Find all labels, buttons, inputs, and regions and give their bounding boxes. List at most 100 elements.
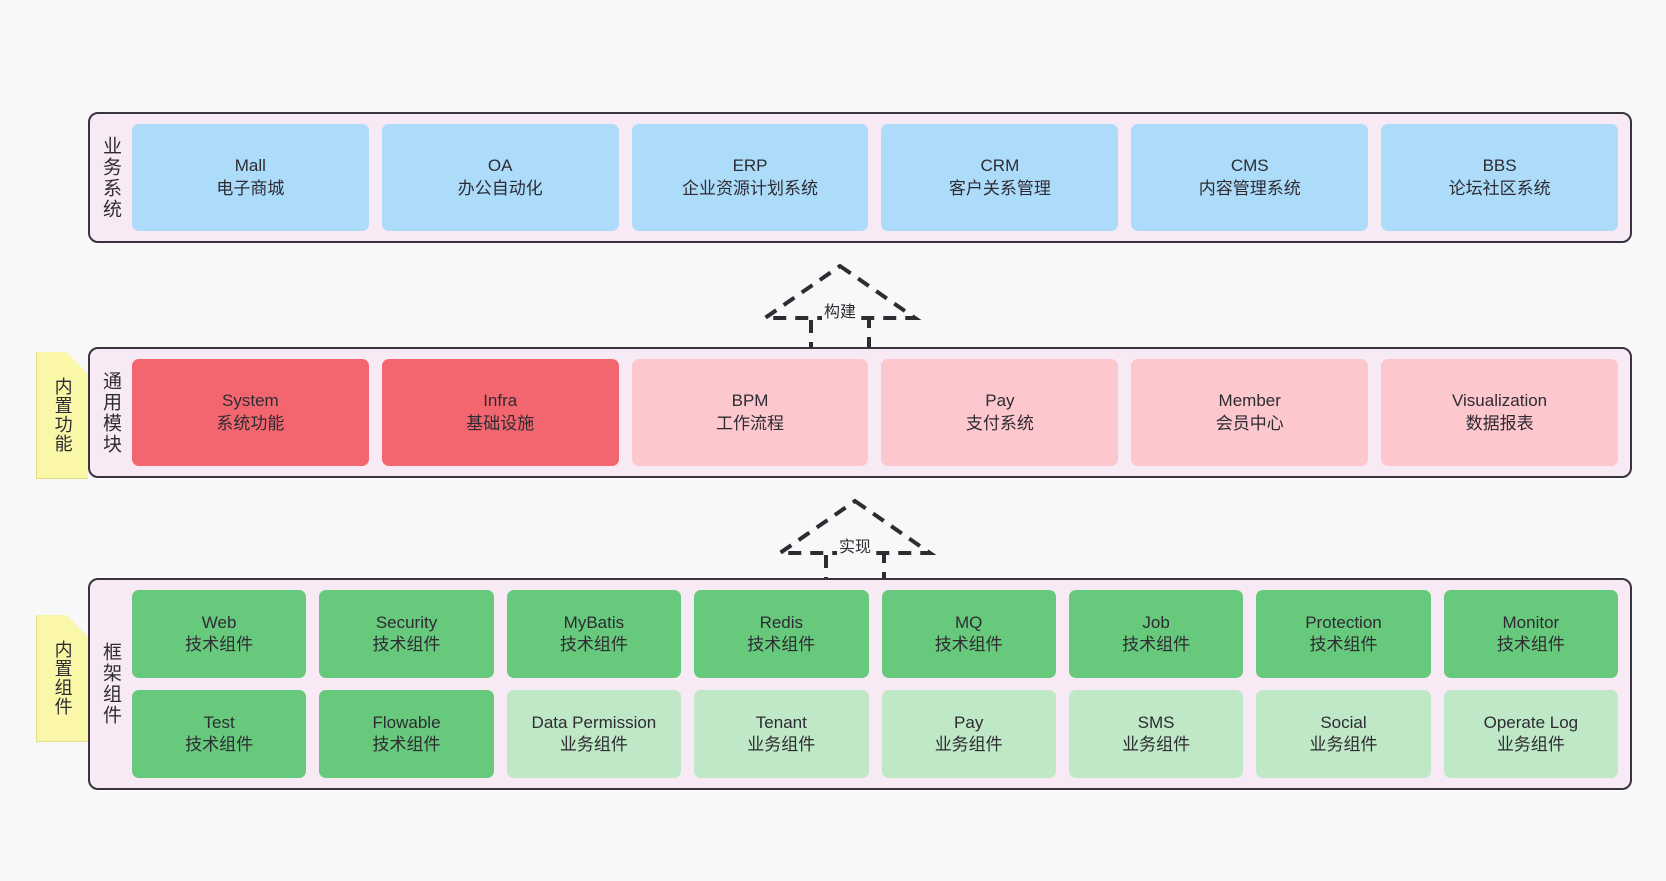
layer-label-business-systems: 业务系统: [99, 135, 121, 220]
node-title: ERP: [732, 156, 768, 176]
layer-body-common-modules: System 系统功能 Infra 基础设施 BPM 工作流程 Pay 支付系统…: [128, 349, 1630, 476]
layer-label-framework-components: 框架组件: [99, 642, 121, 726]
node-subtitle: 技术组件: [372, 635, 441, 654]
node-tenant[interactable]: Tenant 业务组件: [694, 690, 869, 778]
node-mybatis[interactable]: MyBatis 技术组件: [506, 590, 682, 678]
node-row: System 系统功能 Infra 基础设施 BPM 工作流程 Pay 支付系统…: [131, 359, 1618, 466]
node-subtitle: 论坛社区系统: [1448, 178, 1551, 198]
node-security[interactable]: Security 技术组件: [319, 590, 494, 678]
note-label: 内置功能: [52, 377, 73, 453]
node-infra[interactable]: Infra 基础设施: [381, 359, 619, 466]
connector-label: 构建: [821, 298, 859, 322]
layer-body-framework-components: Web 技术组件 Security 技术组件 MyBatis 技术组件 Redi…: [128, 580, 1630, 788]
node-subtitle: 业务组件: [747, 735, 816, 754]
node-system[interactable]: System 系统功能: [131, 359, 369, 466]
layer-body-business-systems: Mall 电子商城 OA 办公自动化 ERP 企业资源计划系统 CRM 客户关系…: [128, 114, 1630, 241]
node-title: Test: [203, 712, 235, 732]
node-title: Pay: [954, 712, 984, 732]
node-title: Social: [1320, 712, 1367, 732]
node-title: Redis: [759, 612, 804, 632]
note-builtin-features: 内置功能: [36, 352, 88, 479]
node-member[interactable]: Member 会员中心: [1131, 359, 1369, 466]
node-sms[interactable]: SMS 业务组件: [1068, 690, 1244, 778]
connector-build: 构建: [755, 262, 925, 354]
node-title: BPM: [731, 391, 769, 411]
node-cms[interactable]: CMS 内容管理系统: [1131, 124, 1369, 231]
node-erp[interactable]: ERP 企业资源计划系统: [631, 124, 869, 231]
node-title: SMS: [1137, 712, 1175, 732]
node-bbs[interactable]: BBS 论坛社区系统: [1381, 124, 1618, 231]
node-pay-module[interactable]: Pay 支付系统: [881, 359, 1119, 466]
node-title: Pay: [985, 391, 1015, 411]
node-title: Web: [201, 612, 237, 632]
node-web[interactable]: Web 技术组件: [131, 590, 307, 678]
node-subtitle: 技术组件: [372, 735, 441, 754]
node-subtitle: 业务组件: [934, 735, 1003, 754]
node-subtitle: 基础设施: [466, 413, 535, 433]
node-subtitle: 技术组件: [1309, 635, 1378, 654]
node-subtitle: 支付系统: [965, 413, 1034, 433]
node-row: Web 技术组件 Security 技术组件 MyBatis 技术组件 Redi…: [131, 590, 1619, 678]
node-subtitle: 电子商城: [216, 178, 285, 198]
node-title: BBS: [1482, 156, 1517, 176]
node-title: MQ: [955, 612, 983, 632]
node-title: OA: [487, 156, 513, 176]
node-subtitle: 业务组件: [1496, 735, 1565, 754]
node-job[interactable]: Job 技术组件: [1068, 590, 1244, 678]
layer-common-modules: 通用模块 System 系统功能 Infra 基础设施 BPM 工作流程 Pay…: [88, 347, 1632, 478]
node-subtitle: 客户关系管理: [948, 178, 1051, 198]
node-title: Monitor: [1502, 612, 1560, 632]
layer-business-systems: 业务系统 Mall 电子商城 OA 办公自动化 ERP 企业资源计划系统 CRM…: [88, 112, 1632, 243]
node-title: Infra: [483, 391, 518, 411]
node-mall[interactable]: Mall 电子商城: [131, 124, 369, 231]
node-title: Flowable: [372, 712, 441, 732]
node-row: Mall 电子商城 OA 办公自动化 ERP 企业资源计划系统 CRM 客户关系…: [131, 124, 1618, 231]
note-label: 内置组件: [52, 640, 73, 716]
node-monitor[interactable]: Monitor 技术组件: [1443, 590, 1619, 678]
node-subtitle: 技术组件: [1122, 635, 1191, 654]
node-subtitle: 工作流程: [716, 413, 785, 433]
note-builtin-components: 内置组件: [36, 615, 88, 742]
node-title: MyBatis: [563, 612, 625, 632]
node-subtitle: 技术组件: [934, 635, 1003, 654]
node-title: CMS: [1230, 156, 1269, 176]
node-title: CRM: [980, 156, 1020, 176]
node-title: Security: [375, 612, 438, 632]
node-visualization[interactable]: Visualization 数据报表: [1381, 359, 1618, 466]
node-flowable[interactable]: Flowable 技术组件: [319, 690, 494, 778]
node-subtitle: 业务组件: [559, 735, 628, 754]
node-social[interactable]: Social 业务组件: [1256, 690, 1431, 778]
node-row: Test 技术组件 Flowable 技术组件 Data Permission …: [131, 690, 1619, 778]
node-title: Operate Log: [1483, 712, 1579, 732]
node-title: Tenant: [755, 712, 807, 732]
node-subtitle: 会员中心: [1215, 413, 1284, 433]
node-title: Visualization: [1452, 391, 1548, 411]
node-title: Job: [1142, 612, 1170, 632]
node-subtitle: 技术组件: [1496, 635, 1565, 654]
node-mq[interactable]: MQ 技术组件: [881, 590, 1056, 678]
node-data-permission[interactable]: Data Permission 业务组件: [506, 690, 682, 778]
layer-framework-components: 框架组件 Web 技术组件 Security 技术组件 MyBatis 技术组件…: [88, 578, 1632, 790]
connector-implement: 实现: [770, 497, 940, 589]
node-subtitle: 技术组件: [747, 635, 816, 654]
node-title: Protection: [1305, 612, 1382, 632]
node-subtitle: 技术组件: [559, 635, 628, 654]
node-bpm[interactable]: BPM 工作流程: [631, 359, 869, 466]
node-protection[interactable]: Protection 技术组件: [1256, 590, 1431, 678]
node-subtitle: 业务组件: [1309, 735, 1378, 754]
node-subtitle: 内容管理系统: [1198, 178, 1301, 198]
node-redis[interactable]: Redis 技术组件: [694, 590, 869, 678]
node-operate-log[interactable]: Operate Log 业务组件: [1443, 690, 1619, 778]
node-subtitle: 业务组件: [1122, 735, 1191, 754]
node-subtitle: 技术组件: [185, 735, 254, 754]
node-subtitle: 数据报表: [1465, 413, 1534, 433]
node-subtitle: 企业资源计划系统: [682, 178, 819, 198]
node-subtitle: 技术组件: [185, 635, 254, 654]
node-subtitle: 办公自动化: [457, 178, 543, 198]
node-pay-component[interactable]: Pay 业务组件: [881, 690, 1056, 778]
node-oa[interactable]: OA 办公自动化: [381, 124, 619, 231]
node-crm[interactable]: CRM 客户关系管理: [881, 124, 1119, 231]
connector-label: 实现: [836, 533, 874, 557]
node-test[interactable]: Test 技术组件: [131, 690, 307, 778]
layer-label-common-modules: 通用模块: [99, 370, 121, 455]
